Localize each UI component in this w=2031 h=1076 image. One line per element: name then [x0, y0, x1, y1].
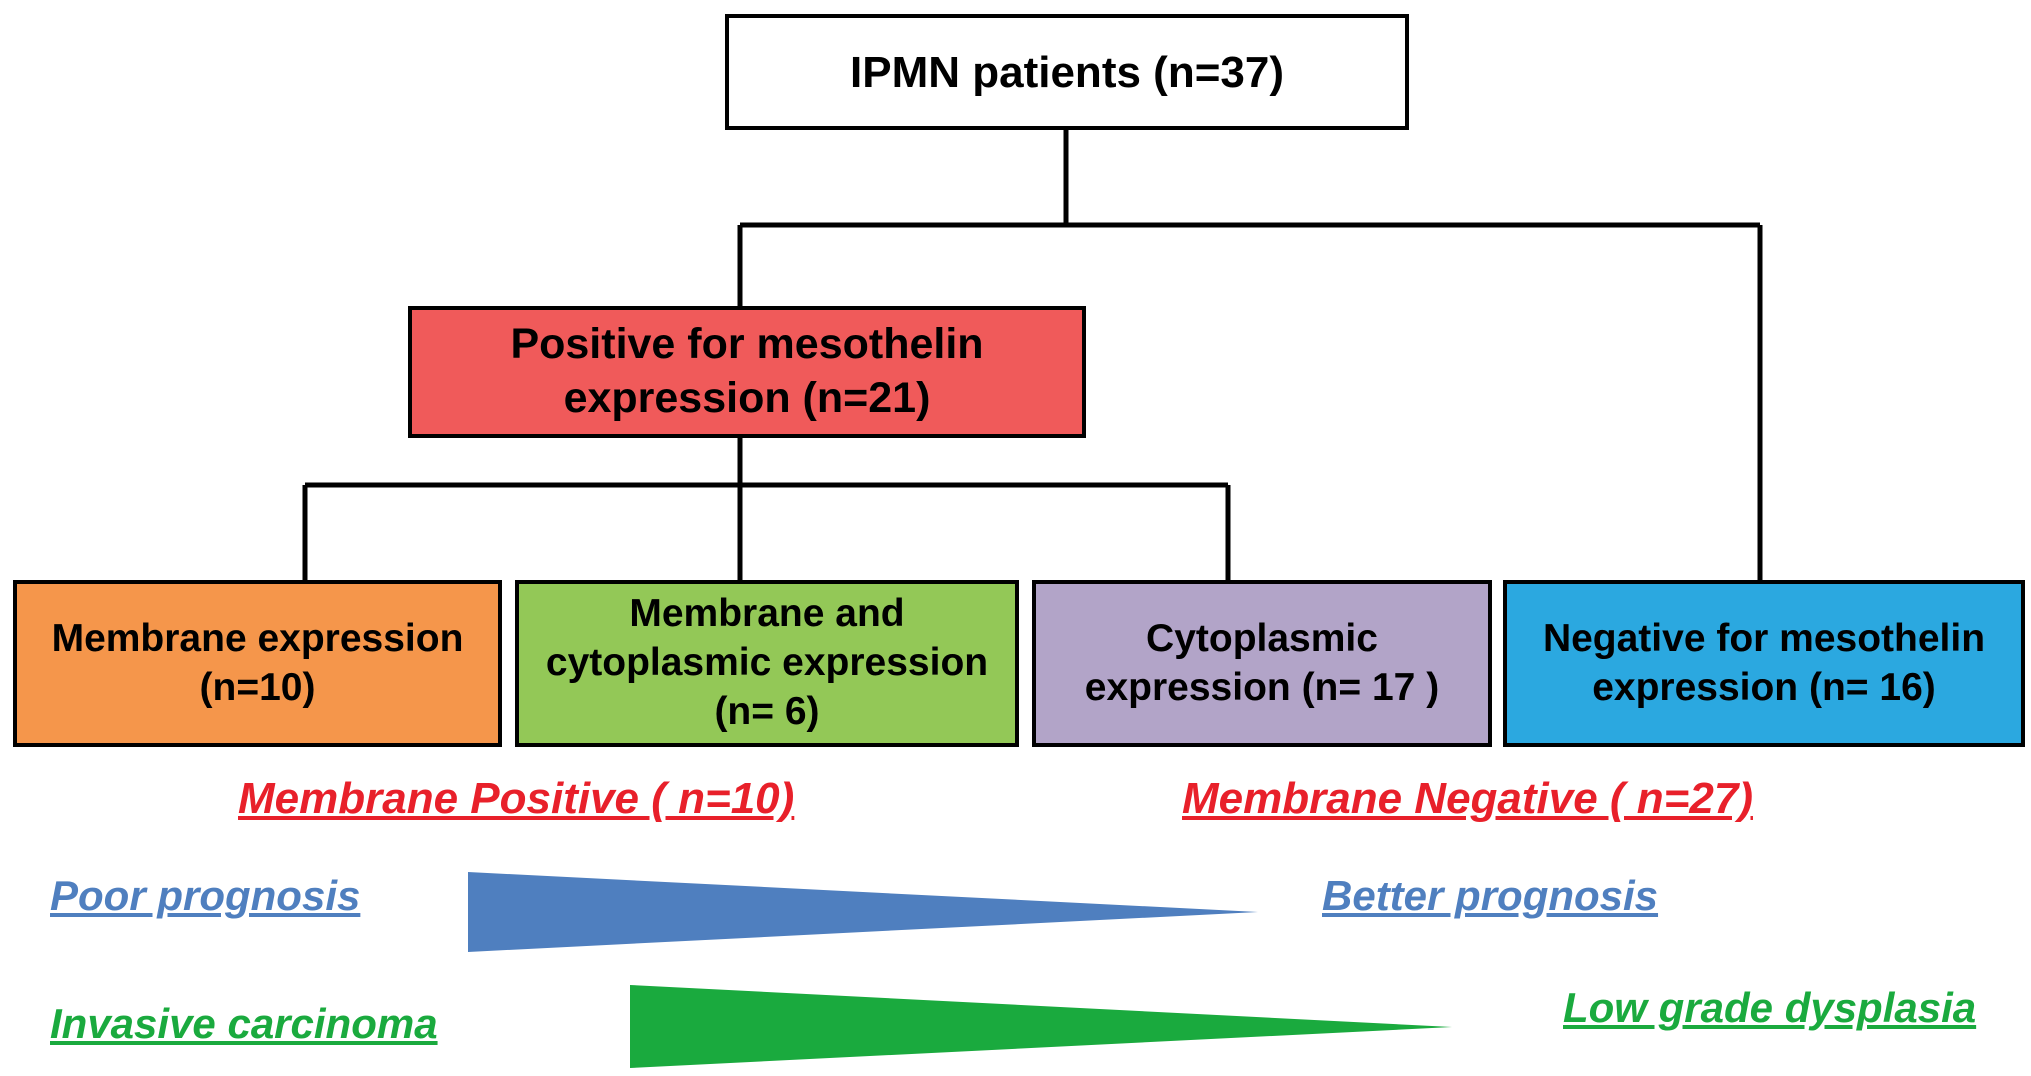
negative-node-box: Negative for mesothelin expression (n= 1… [1503, 580, 2025, 747]
low-grade-dysplasia-label: Low grade dysplasia [1563, 984, 1977, 1031]
positive-node-line1: Positive for mesothelin [510, 320, 984, 369]
membrane-negative-label: Membrane Negative ( n=27) [1182, 774, 1753, 823]
membrane-cytoplasmic-node-line2: cytoplasmic expression [545, 641, 989, 685]
membrane-node-line1: Membrane expression [51, 616, 464, 660]
membrane-node-line2: (n=10) [199, 665, 316, 709]
root-node-label: IPMN patients (n=37) [850, 47, 1284, 97]
membrane-positive-label: Membrane Positive ( n=10) [238, 774, 795, 823]
cytoplasmic-node-line2: expression (n= 17 ) [1084, 665, 1440, 709]
negative-node-line1: Negative for mesothelin [1542, 616, 1986, 660]
better-prognosis-label: Better prognosis [1322, 872, 1659, 919]
invasive-carcinoma-label: Invasive carcinoma [50, 1000, 438, 1047]
positive-node-line2: expression (n=21) [563, 374, 931, 422]
poor-prognosis-label: Poor prognosis [50, 872, 361, 919]
negative-node-line2: expression (n= 16) [1592, 665, 1936, 709]
membrane-node-box: Membrane expression (n=10) [13, 580, 502, 747]
membrane-cytoplasmic-node-box: Membrane and cytoplasmic expression (n= … [515, 580, 1019, 747]
root-node-box: IPMN patients (n=37) [725, 14, 1409, 130]
prognosis-wedge [468, 872, 1258, 952]
membrane-cytoplasmic-node-line1: Membrane and [629, 592, 905, 636]
cytoplasmic-node-box: Cytoplasmic expression (n= 17 ) [1032, 580, 1492, 747]
membrane-cytoplasmic-node-line3: (n= 6) [714, 689, 820, 733]
positive-node-box: Positive for mesothelin expression (n=21… [408, 306, 1086, 438]
histology-wedge [630, 985, 1452, 1068]
cytoplasmic-node-line1: Cytoplasmic [1146, 616, 1378, 660]
